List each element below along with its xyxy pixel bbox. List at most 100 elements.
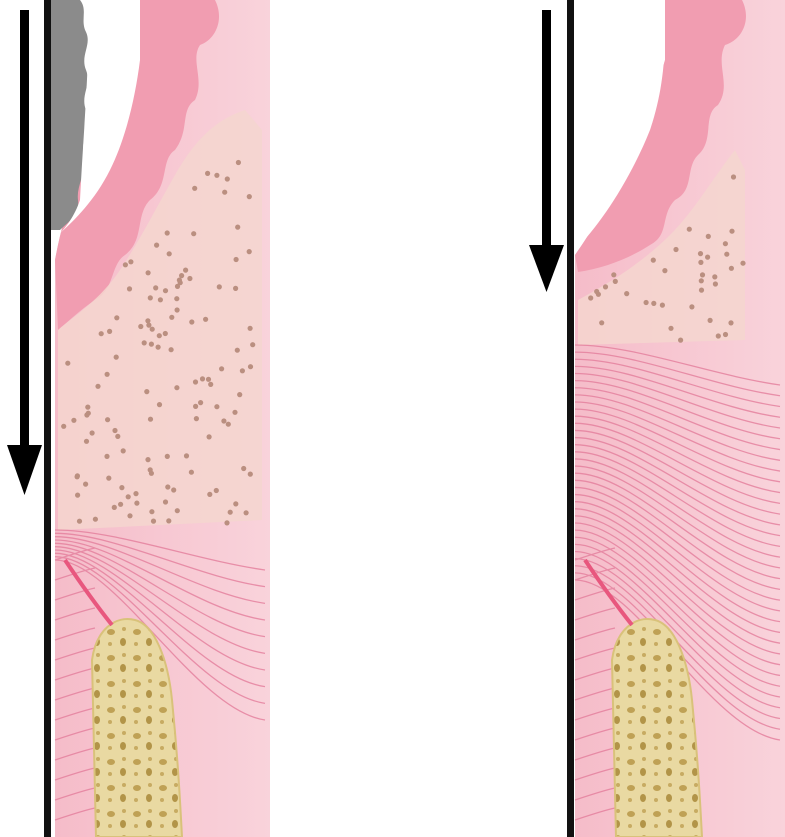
cell-dot [207, 434, 212, 439]
cell-dot [708, 318, 713, 323]
cell-dot [149, 342, 154, 347]
cell-dot [723, 241, 728, 246]
cell-dot [723, 332, 728, 337]
cell-dot [127, 513, 132, 518]
cell-dot [167, 251, 172, 256]
cell-dot [165, 484, 170, 489]
cell-dot [699, 278, 704, 283]
cell-dot [145, 457, 150, 462]
cell-dot [224, 520, 229, 525]
cell-dot [118, 502, 123, 507]
cell-dot [189, 470, 194, 475]
cell-dot [217, 284, 222, 289]
cell-dot [187, 276, 192, 281]
cell-dot [149, 509, 154, 514]
cell-dot [134, 501, 139, 506]
cell-dot [165, 230, 170, 235]
cell-dot [705, 255, 710, 260]
cell-dot [191, 231, 196, 236]
cell-dot [728, 320, 733, 325]
cell-dot [678, 338, 683, 343]
cell-dot [219, 366, 224, 371]
cell-dot [107, 329, 112, 334]
cell-dot [65, 361, 70, 366]
cell-dot [163, 499, 168, 504]
cell-dot [163, 331, 168, 336]
tooth-surface-left [44, 0, 51, 837]
cell-dot [248, 364, 253, 369]
cell-dot [105, 372, 110, 377]
cell-dot [150, 327, 155, 332]
cell-dot [193, 404, 198, 409]
cell-dot [588, 295, 593, 300]
cell-dot [145, 318, 150, 323]
cell-dot [660, 303, 665, 308]
cell-dot [248, 472, 253, 477]
cell-dot [121, 448, 126, 453]
probe-arrow-right [529, 10, 564, 292]
cell-dot [189, 319, 194, 324]
cell-dot [237, 392, 242, 397]
cell-dot [194, 416, 199, 421]
cell-dot [234, 257, 239, 262]
cell-dot [668, 326, 673, 331]
cell-dot [698, 251, 703, 256]
cell-dot [214, 173, 219, 178]
cell-dot [156, 345, 161, 350]
cell-dot [235, 348, 240, 353]
cell-dot [175, 307, 180, 312]
cell-dot [603, 284, 608, 289]
cell-dot [247, 249, 252, 254]
cell-dot [93, 517, 98, 522]
cell-dot [177, 278, 182, 283]
cell-dot [112, 505, 117, 510]
cell-dot [235, 225, 240, 230]
cell-dot [221, 418, 226, 423]
cell-dot [146, 323, 151, 328]
cell-dot [114, 315, 119, 320]
probe-arrow-left [7, 10, 42, 495]
cell-dot [153, 285, 158, 290]
cell-dot [222, 190, 227, 195]
cell-dot [128, 259, 133, 264]
cell-dot [207, 492, 212, 497]
cell-dot [85, 405, 90, 410]
cell-dot [240, 368, 245, 373]
cell-dot [193, 379, 198, 384]
cell-dot [248, 326, 253, 331]
cell-dot [126, 494, 131, 499]
cell-dot [83, 482, 88, 487]
cell-dot [157, 333, 162, 338]
cell-dot [179, 273, 184, 278]
cell-dot [729, 266, 734, 271]
cell-dot [71, 418, 76, 423]
cell-dot [594, 289, 599, 294]
cell-dot [165, 454, 170, 459]
cell-dot [244, 510, 249, 515]
cell-dot [233, 501, 238, 506]
tooth-surface-right [567, 0, 574, 837]
cell-dot [226, 422, 231, 427]
cell-dot [611, 272, 616, 277]
cell-dot [613, 279, 618, 284]
cell-dot [75, 493, 80, 498]
cell-dot [225, 176, 230, 181]
cell-dot [699, 288, 704, 293]
cell-dot [169, 347, 174, 352]
cell-dot [247, 194, 252, 199]
cell-dot [123, 262, 128, 267]
cell-dot [175, 508, 180, 513]
cell-dot [214, 404, 219, 409]
cell-dot [183, 268, 188, 273]
cell-dot [250, 342, 255, 347]
cell-dot [174, 296, 179, 301]
cell-dot [713, 281, 718, 286]
cell-dot [148, 295, 153, 300]
cell-dot [651, 258, 656, 263]
cell-dot [698, 260, 703, 265]
cell-dot [233, 286, 238, 291]
cell-dot [77, 519, 82, 524]
cell-dot [236, 160, 241, 165]
cell-dot [148, 467, 153, 472]
